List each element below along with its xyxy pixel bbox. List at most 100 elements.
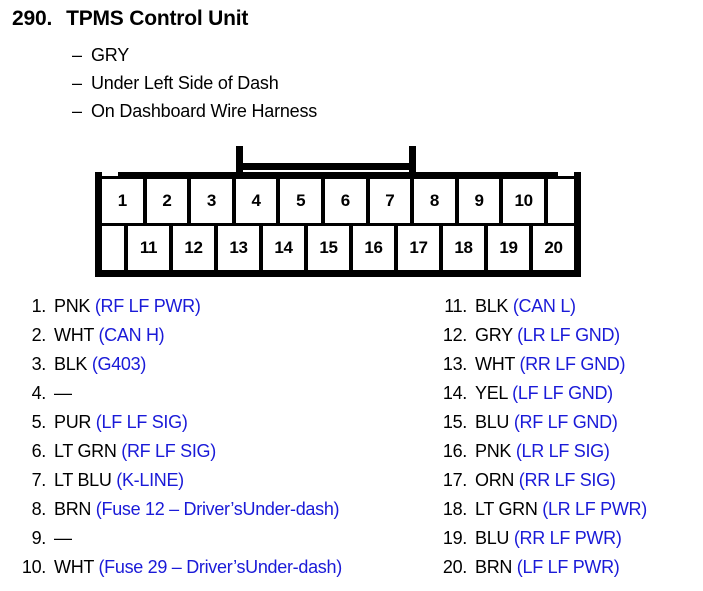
pin-legend-number: 11. — [444, 296, 467, 316]
pin-legend-body: BLK (CAN L) — [475, 296, 576, 317]
connector-pin-1[interactable]: 1 — [102, 179, 147, 223]
pin-signal-name: (LF LF GND) — [507, 383, 613, 403]
pin-signal-name: (RF LF GND) — [509, 412, 618, 432]
pin-wire-color: GRY — [475, 325, 513, 345]
pin-legend-body: BLU (RR LF PWR) — [475, 528, 622, 549]
pin-legend-number: 5. — [31, 412, 47, 432]
page-title-text: TPMS Control Unit — [66, 7, 249, 30]
connector-pin-10[interactable]: 10 — [503, 179, 548, 223]
pin-legend-number: 3. — [31, 354, 47, 374]
pin-legend-number: 2. — [31, 325, 47, 345]
detail-line-harness: –On Dashboard Wire Harness — [72, 101, 317, 122]
pin-wire-color: LT GRN — [54, 441, 117, 461]
pin-legend-body: — — [54, 383, 72, 404]
connector-pin-6[interactable]: 6 — [324, 179, 370, 223]
pin-signal-name: (RF LF SIG) — [116, 441, 216, 461]
connector-pin-5[interactable]: 5 — [280, 179, 325, 223]
connector-pin-20[interactable]: 20 — [533, 226, 574, 270]
pin-signal-name: (K-LINE) — [111, 470, 184, 490]
pin-wire-color: BRN — [475, 557, 513, 577]
pin-wire-color: BLK — [475, 296, 509, 316]
pin-legend-body: WHT (RR LF GND) — [475, 354, 625, 375]
pin-wire-color: PNK — [54, 296, 91, 316]
pin-legend-number: 9. — [31, 528, 47, 548]
pin-wire-color: BLK — [54, 354, 88, 374]
pin-legend-body: LT BLU (K-LINE) — [54, 470, 184, 491]
connector-pin-12[interactable]: 12 — [173, 226, 218, 270]
connector-pin-18[interactable]: 18 — [443, 226, 488, 270]
pin-wire-color: WHT — [54, 557, 94, 577]
connector-pin-2[interactable]: 2 — [146, 179, 192, 223]
pin-signal-name: (LR LF SIG) — [511, 441, 610, 461]
connector-blank-cell-top-right — [547, 179, 574, 223]
connector-pin-19[interactable]: 19 — [488, 226, 533, 270]
pin-signal-name: (CAN L) — [508, 296, 576, 316]
pin-legend-number: 20. — [442, 557, 467, 577]
connector-pin-13[interactable]: 13 — [218, 226, 263, 270]
connector-pin-8[interactable]: 8 — [414, 179, 459, 223]
pin-legend: 1.PNK (RF LF PWR)2.WHT (CAN H)3.BLK (G40… — [0, 296, 703, 591]
pin-legend-body: BLK (G403) — [54, 354, 146, 375]
pin-legend-body: BLU (RF LF GND) — [475, 412, 618, 433]
detail-line-location-color: –GRY — [72, 45, 129, 66]
pin-signal-name: (Fuse 29 – Driver’sUnder-dash) — [93, 557, 342, 577]
pin-legend-body: ORN (RR LF SIG) — [475, 470, 616, 491]
pin-legend-body: PNK (RF LF PWR) — [54, 296, 201, 317]
pin-signal-name: (RR LF GND) — [514, 354, 626, 374]
page-title-number: 290. — [12, 7, 53, 30]
connector-latch-icon — [236, 146, 416, 180]
pin-wire-color: WHT — [54, 325, 94, 345]
pin-legend-body: — — [54, 528, 72, 549]
pin-wire-color: LT GRN — [475, 499, 538, 519]
connector-pin-7[interactable]: 7 — [369, 179, 415, 223]
pin-legend-body: GRY (LR LF GND) — [475, 325, 620, 346]
pin-legend-body: PUR (LF LF SIG) — [54, 412, 188, 433]
pin-wire-color: — — [54, 528, 72, 548]
connector-pin-16[interactable]: 16 — [353, 226, 398, 270]
detail-line-text: Under Left Side of Dash — [91, 73, 279, 93]
pin-wire-color: YEL — [475, 383, 508, 403]
latch-post-right — [409, 146, 416, 180]
latch-post-left — [236, 146, 243, 180]
pin-legend-number: 19. — [442, 528, 467, 548]
pin-legend-body: WHT (Fuse 29 – Driver’sUnder-dash) — [54, 557, 342, 578]
connector-pin-3[interactable]: 3 — [191, 179, 236, 223]
connector-pin-17[interactable]: 17 — [398, 226, 443, 270]
pin-signal-name: (RR LF PWR) — [509, 528, 622, 548]
pin-signal-name: (Fuse 12 – Driver’sUnder-dash) — [91, 499, 340, 519]
pin-wire-color: PNK — [475, 441, 512, 461]
connector-pin-14[interactable]: 14 — [263, 226, 308, 270]
latch-bar — [241, 163, 411, 170]
pin-signal-name: (LF LF PWR) — [512, 557, 620, 577]
pin-signal-name: (RF LF PWR) — [90, 296, 201, 316]
pin-legend-body: PNK (LR LF SIG) — [475, 441, 610, 462]
pin-wire-color: PUR — [54, 412, 92, 432]
pin-legend-number: 7. — [31, 470, 47, 490]
connector-pin-11[interactable]: 11 — [128, 226, 173, 270]
pin-legend-body: BRN (Fuse 12 – Driver’sUnder-dash) — [54, 499, 340, 520]
pin-wire-color: ORN — [475, 470, 515, 490]
pin-legend-number: 14. — [442, 383, 467, 403]
connector-pin-15[interactable]: 15 — [308, 226, 353, 270]
connector-blank-cell-bottom-left — [102, 226, 128, 270]
detail-line-location: –Under Left Side of Dash — [72, 73, 279, 94]
pin-legend-number: 1. — [31, 296, 47, 316]
pin-legend-body: LT GRN (LR LF PWR) — [475, 499, 647, 520]
pin-signal-name: (G403) — [87, 354, 147, 374]
pin-legend-number: 15. — [442, 412, 467, 432]
pin-legend-body: YEL (LF LF GND) — [475, 383, 613, 404]
detail-line-text: On Dashboard Wire Harness — [91, 101, 318, 121]
pin-signal-name: (LF LF SIG) — [91, 412, 188, 432]
pin-legend-number: 18. — [442, 499, 467, 519]
detail-line-text: GRY — [91, 45, 130, 65]
connector-pin-9[interactable]: 9 — [458, 179, 504, 223]
pin-signal-name: (LR LF GND) — [512, 325, 620, 345]
pin-legend-number: 12. — [442, 325, 467, 345]
pin-legend-number: 6. — [31, 441, 47, 461]
connector-pin-4[interactable]: 4 — [235, 179, 281, 223]
pin-legend-body: LT GRN (RF LF SIG) — [54, 441, 216, 462]
pin-legend-body: BRN (LF LF PWR) — [475, 557, 620, 578]
row-divider — [102, 223, 574, 226]
